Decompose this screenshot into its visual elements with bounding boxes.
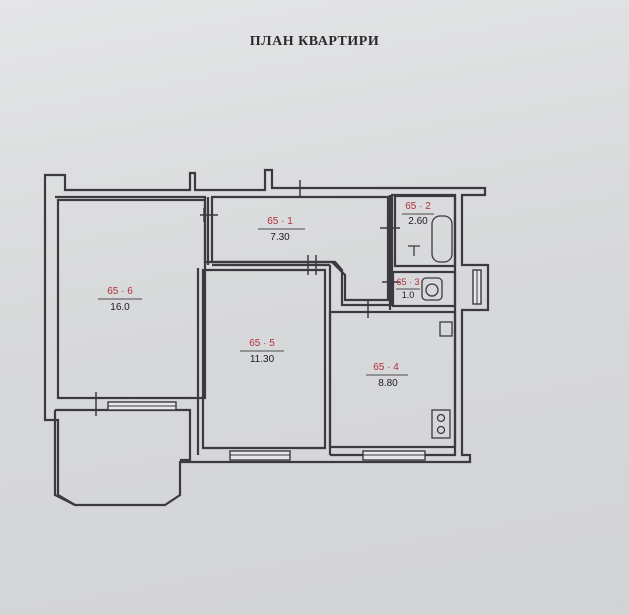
room-label-65-6: 65 · 6 16.0 — [98, 286, 142, 313]
svg-text:11.30: 11.30 — [250, 354, 275, 365]
bathtub-icon — [431, 215, 453, 263]
svg-text:65 · 2: 65 · 2 — [405, 201, 431, 212]
plan-title: ПЛАН КВАРТИРИ — [249, 34, 380, 49]
kitchen-sink-icon — [439, 321, 453, 337]
room-65-6-outline — [56, 198, 207, 400]
svg-text:65 · 4: 65 · 4 — [373, 362, 399, 373]
balcony-outline — [53, 408, 192, 506]
sink-icon — [408, 245, 420, 256]
svg-text:65 · 5: 65 · 5 — [249, 338, 275, 349]
svg-text:7.30: 7.30 — [270, 232, 290, 243]
toilet-icon — [421, 277, 443, 301]
room-label-65-1: 65 · 1 7.30 — [258, 216, 305, 243]
stove-icon — [431, 409, 451, 439]
room-label-65-5: 65 · 5 11.30 — [240, 338, 284, 365]
room-65-1-outline — [210, 195, 390, 302]
svg-text:65 · 3: 65 · 3 — [396, 277, 419, 287]
svg-text:65 · 6: 65 · 6 — [107, 286, 133, 297]
room-label-65-4: 65 · 4 8.80 — [366, 362, 408, 389]
room-label-65-2: 65 · 2 2.60 — [402, 201, 434, 227]
room-label-65-3: 65 · 3 1.0 — [396, 277, 420, 300]
room-65-2-outline — [393, 194, 457, 268]
svg-text:2.60: 2.60 — [408, 216, 428, 227]
svg-text:1.0: 1.0 — [402, 290, 415, 300]
svg-text:8.80: 8.80 — [378, 378, 398, 389]
svg-text:16.0: 16.0 — [110, 302, 130, 313]
room-65-5-outline — [201, 268, 327, 450]
room-65-3-outline — [391, 270, 457, 308]
svg-text:65 · 1: 65 · 1 — [267, 216, 293, 227]
